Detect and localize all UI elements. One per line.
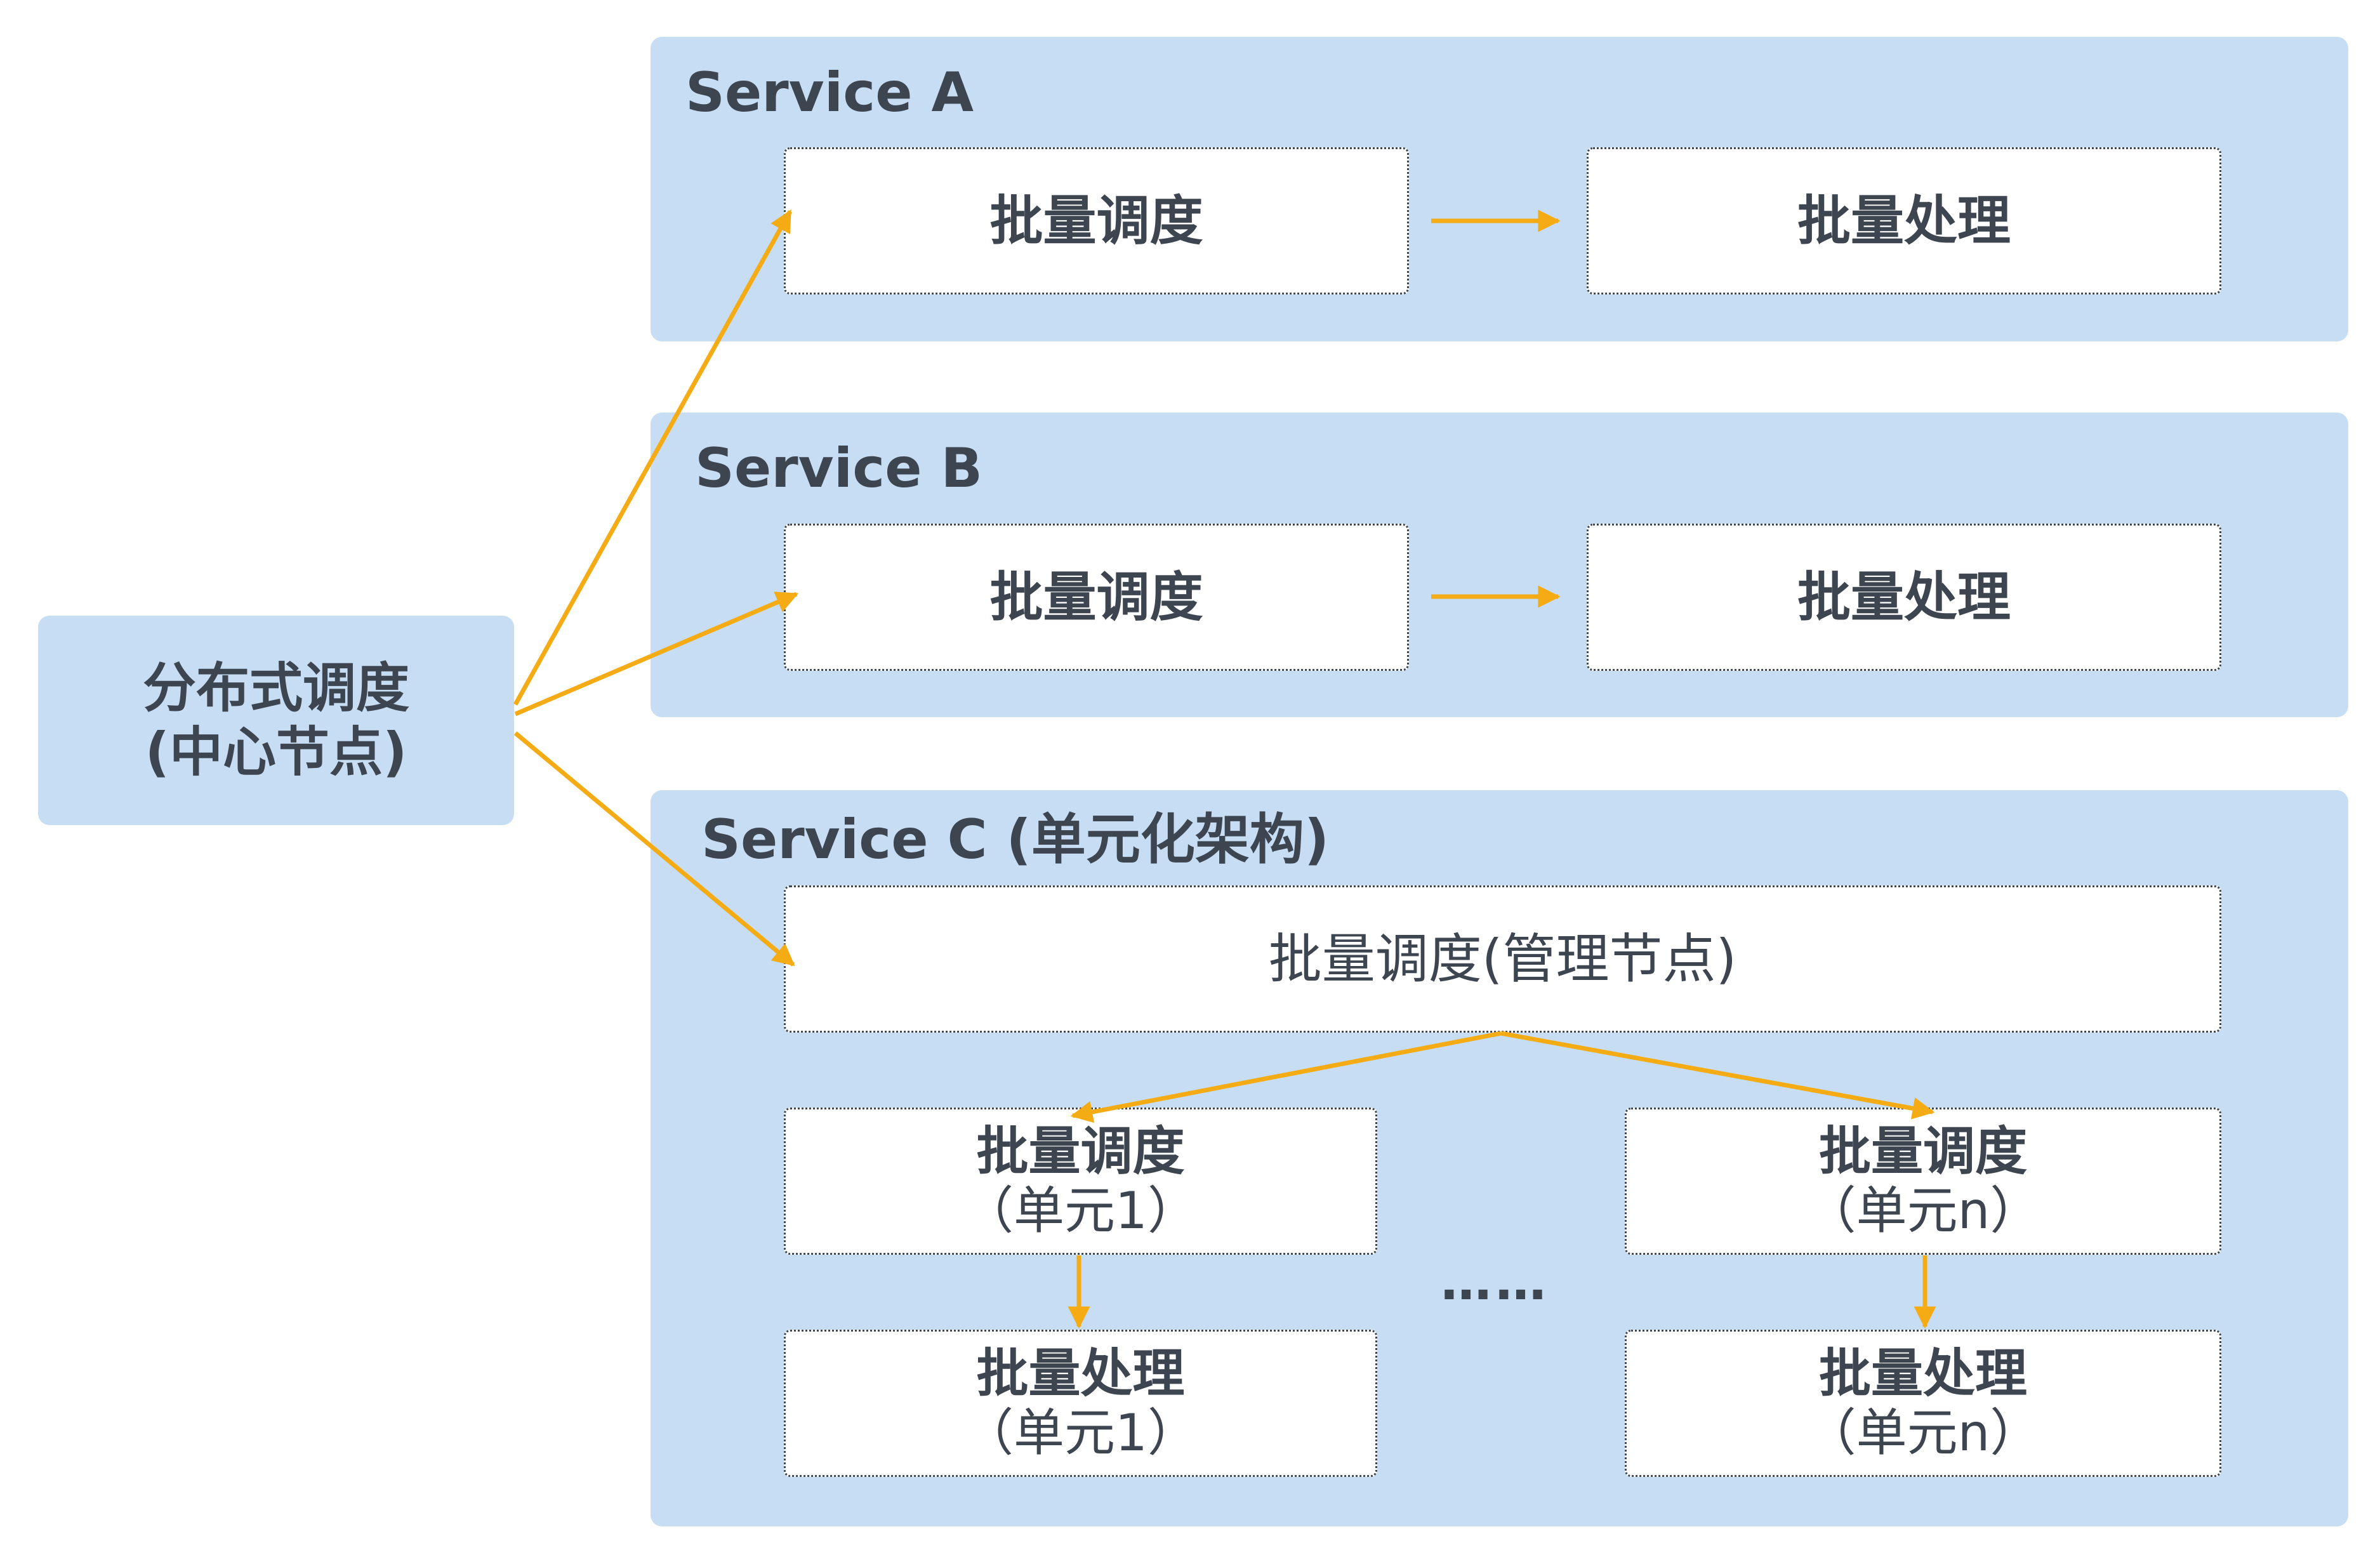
units-ellipsis: …… (1441, 1252, 1550, 1311)
service-a-process-box: 批量处理 (1587, 147, 2221, 294)
unit1-schedule-unit: （单元1） (963, 1181, 1198, 1241)
service-b-process-label: 批量处理 (1797, 566, 2011, 628)
central-scheduler-node: 分布式调度 (中心节点) (38, 616, 514, 825)
central-node-subtitle: (中心节点) (145, 721, 407, 783)
arrow-center-to-b (514, 592, 799, 717)
service-b-title: Service B (695, 437, 983, 500)
service-c-manager-label: 批量调度(管理节点) (1268, 927, 1737, 990)
service-b-schedule-label: 批量调度 (989, 566, 1203, 628)
unit1-schedule-label: 批量调度 (976, 1121, 1185, 1182)
unit1-schedule-box: 批量调度 （单元1） (784, 1108, 1377, 1255)
service-b-schedule-box: 批量调度 (784, 524, 1409, 671)
central-node-title: 分布式调度 (142, 657, 409, 720)
arrow-manager-to-unit1 (1070, 1031, 1502, 1123)
unitn-schedule-box: 批量调度 （单元n） (1625, 1108, 2221, 1255)
unitn-schedule-label: 批量调度 (1818, 1121, 2027, 1182)
service-a-schedule-label: 批量调度 (989, 189, 1203, 252)
service-c-title: Service C (单元化架构) (701, 808, 1330, 871)
unitn-process-unit: （单元n） (1805, 1403, 2041, 1463)
unit1-process-unit: （单元1） (963, 1403, 1198, 1463)
unitn-process-label: 批量处理 (1818, 1343, 2027, 1404)
unitn-schedule-unit: （单元n） (1805, 1181, 2041, 1241)
arrow-manager-to-unitn (1500, 1031, 1935, 1120)
unit1-process-label: 批量处理 (976, 1343, 1185, 1404)
service-a-process-label: 批量处理 (1797, 189, 2011, 252)
arrow-center-to-a (513, 209, 793, 706)
service-a-schedule-box: 批量调度 (784, 147, 1409, 294)
service-a-title: Service A (685, 61, 974, 124)
unit1-process-box: 批量处理 （单元1） (784, 1330, 1377, 1477)
service-b-process-box: 批量处理 (1587, 524, 2221, 671)
unitn-process-box: 批量处理 （单元n） (1625, 1330, 2221, 1477)
arrow-center-to-c (513, 731, 795, 967)
